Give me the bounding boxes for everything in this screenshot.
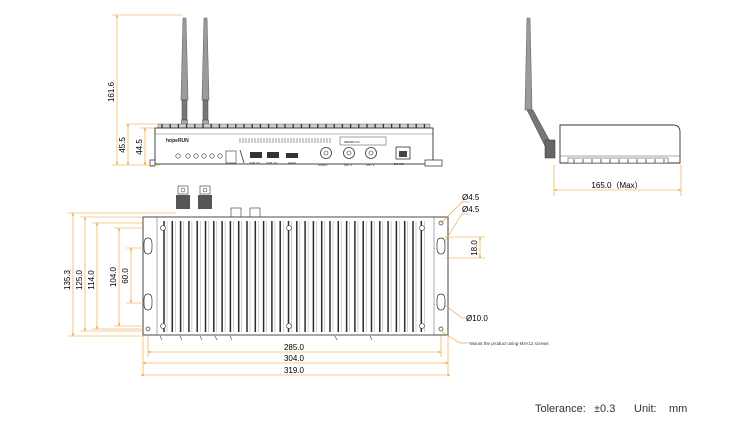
tolerance-value: ±0.3 xyxy=(594,403,615,415)
footer-tolerance: Tolerance: ±0.3 Unit: mm xyxy=(535,403,687,415)
dim-height-125: 125.0 xyxy=(75,269,84,290)
model-badge xyxy=(339,136,387,146)
dim-height-104: 104.0 xyxy=(109,266,118,287)
antenna-left xyxy=(180,17,189,128)
mount-note: Mount the product using M4×12 screws xyxy=(470,341,549,346)
mounting-slots xyxy=(143,220,446,332)
side-antenna xyxy=(524,17,533,111)
unit-label: Unit: xyxy=(634,403,657,415)
status-leds xyxy=(175,153,223,159)
top-horizontal-dimensions xyxy=(140,336,451,377)
front-dimensions xyxy=(112,14,183,166)
svg-text:HDMI: HDMI xyxy=(288,161,296,165)
dim-width-319: 319.0 xyxy=(284,366,305,375)
usb-port-2 xyxy=(267,152,279,158)
top-vertical-dimensions xyxy=(68,212,176,337)
dim-slot-18: 18.0 xyxy=(470,240,479,256)
usb-port-1 xyxy=(250,152,262,158)
dim-dia-4-5-b: Ø4.5 xyxy=(462,205,480,214)
svg-text:ANT 1: ANT 1 xyxy=(344,163,353,167)
dim-height-135: 135.3 xyxy=(63,269,72,290)
svg-text:USB 3.0: USB 3.0 xyxy=(249,161,261,165)
svg-text:HB8000 Pro: HB8000 Pro xyxy=(344,140,361,144)
dim-antenna-height: 161.6 xyxy=(107,81,116,102)
dim-height-60: 60.0 xyxy=(121,268,130,284)
tolerance-label: Tolerance: xyxy=(535,403,586,415)
antenna-right xyxy=(201,17,210,128)
dim-dia-4-5-a: Ø4.5 xyxy=(462,193,480,202)
dim-height-outer: 45.5 xyxy=(118,137,127,153)
screws xyxy=(160,225,425,329)
mounting-foot xyxy=(424,159,443,167)
hdmi-port xyxy=(286,153,298,158)
dim-height-body: 44.5 xyxy=(135,139,144,155)
brand-logo: hopeRUN xyxy=(166,138,189,144)
svg-text:USB 3.0: USB 3.0 xyxy=(266,161,278,165)
dim-depth-max: 165.0（Max） xyxy=(591,181,642,190)
top-right-dimensions xyxy=(440,201,485,344)
top-body xyxy=(142,216,449,336)
terminal-block xyxy=(225,150,237,164)
front-body xyxy=(154,127,434,165)
top-view: 135.3 125.0 114.0 104.0 60.0 Ø4.5 Ø4.5 1… xyxy=(63,185,549,377)
svg-text:DC 12V: DC 12V xyxy=(394,162,405,166)
front-view: hopeRUN HB8000 Pro USB 3.0 USB 3.0 HDMI … xyxy=(107,14,443,167)
dim-width-304: 304.0 xyxy=(284,354,305,363)
side-body xyxy=(559,124,681,164)
top-antenna-connectors xyxy=(176,185,261,219)
svg-text:AUDIO: AUDIO xyxy=(318,163,328,167)
dim-width-285: 285.0 xyxy=(284,343,305,352)
dim-height-114: 114.0 xyxy=(87,270,96,290)
side-view: 165.0（Max） xyxy=(524,17,682,196)
dim-dia-10: Ø10.0 xyxy=(466,314,488,323)
unit-value: mm xyxy=(669,403,687,415)
svg-text:ANT 2: ANT 2 xyxy=(366,163,375,167)
